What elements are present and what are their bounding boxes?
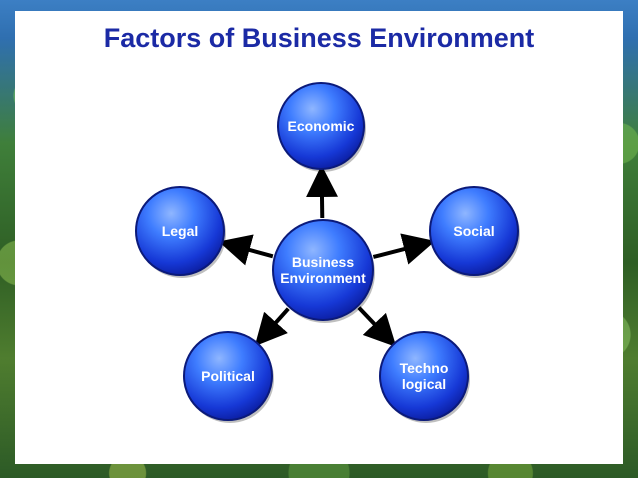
page-title: Factors of Business Environment [103,23,535,53]
arrow-to-economic [305,164,338,219]
factor-node-legal: Legal [135,186,226,278]
factor-node-economic-label: Economic [288,118,355,134]
factor-node-legal-label: Legal [162,223,199,239]
factor-node-political-label: Political [201,368,255,384]
factor-node-political: Political [183,331,274,423]
factor-node-technological-sphere [379,331,469,421]
factor-node-technological-label: logical [402,376,446,392]
connector-arrows [218,164,436,348]
center-node-business-environment-label: Business [292,254,354,270]
factor-node-economic-sphere [277,82,365,170]
factor-node-political-sphere [183,331,273,421]
factor-node-legal-sphere [135,186,225,276]
factor-node-social: Social [429,186,520,278]
factor-node-social-label: Social [453,223,494,239]
factor-node-social-sphere [429,186,519,276]
factor-node-technological-label: Techno [400,360,449,376]
arrow-to-technological [357,306,397,348]
factor-node-economic: Economic [277,82,366,172]
arrow-to-legal [218,234,274,266]
arrow-to-social [372,233,436,265]
center-node-business-environment-label: Environment [280,270,366,286]
arrow-to-political [254,307,290,347]
center-node-business-environment-sphere [272,219,374,321]
